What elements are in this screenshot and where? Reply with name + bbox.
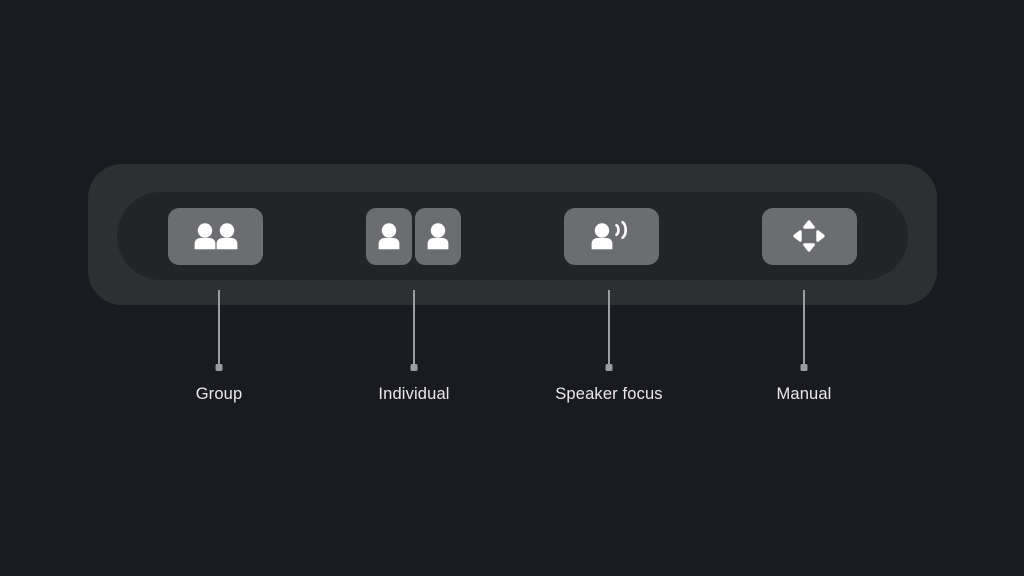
- caption-speaker-focus: Speaker focus: [555, 385, 663, 403]
- leader-line-speaker-focus: [608, 290, 610, 364]
- person-speaking-icon: [589, 221, 633, 251]
- leader-dot-group: [215, 364, 223, 371]
- leader-dot-speaker-focus: [605, 364, 613, 371]
- caption-group: Group: [195, 385, 243, 403]
- individual-mode-tile-left[interactable]: [366, 207, 413, 265]
- mode-option-group[interactable]: [168, 207, 264, 265]
- mode-option-manual[interactable]: [761, 207, 857, 265]
- group-mode-tile[interactable]: [168, 207, 264, 265]
- mode-option-speaker-focus[interactable]: [563, 207, 659, 265]
- caption-individual: Individual: [378, 385, 450, 403]
- individual-mode-tile-right[interactable]: [415, 207, 462, 265]
- speaker-focus-mode-tile[interactable]: [563, 207, 659, 265]
- four-way-arrows-icon: [792, 219, 826, 253]
- mode-option-individual[interactable]: [366, 207, 462, 265]
- leader-line-manual: [803, 290, 805, 364]
- manual-mode-tile[interactable]: [761, 207, 857, 265]
- single-person-icon: [377, 222, 401, 250]
- leader-line-individual: [413, 290, 415, 364]
- leader-dot-individual: [410, 364, 418, 371]
- framing-mode-options: [117, 192, 908, 280]
- caption-manual: Manual: [776, 385, 832, 403]
- leader-line-group: [218, 290, 220, 364]
- two-people-icon: [193, 222, 239, 250]
- leader-dot-manual: [800, 364, 808, 371]
- single-person-icon: [426, 222, 450, 250]
